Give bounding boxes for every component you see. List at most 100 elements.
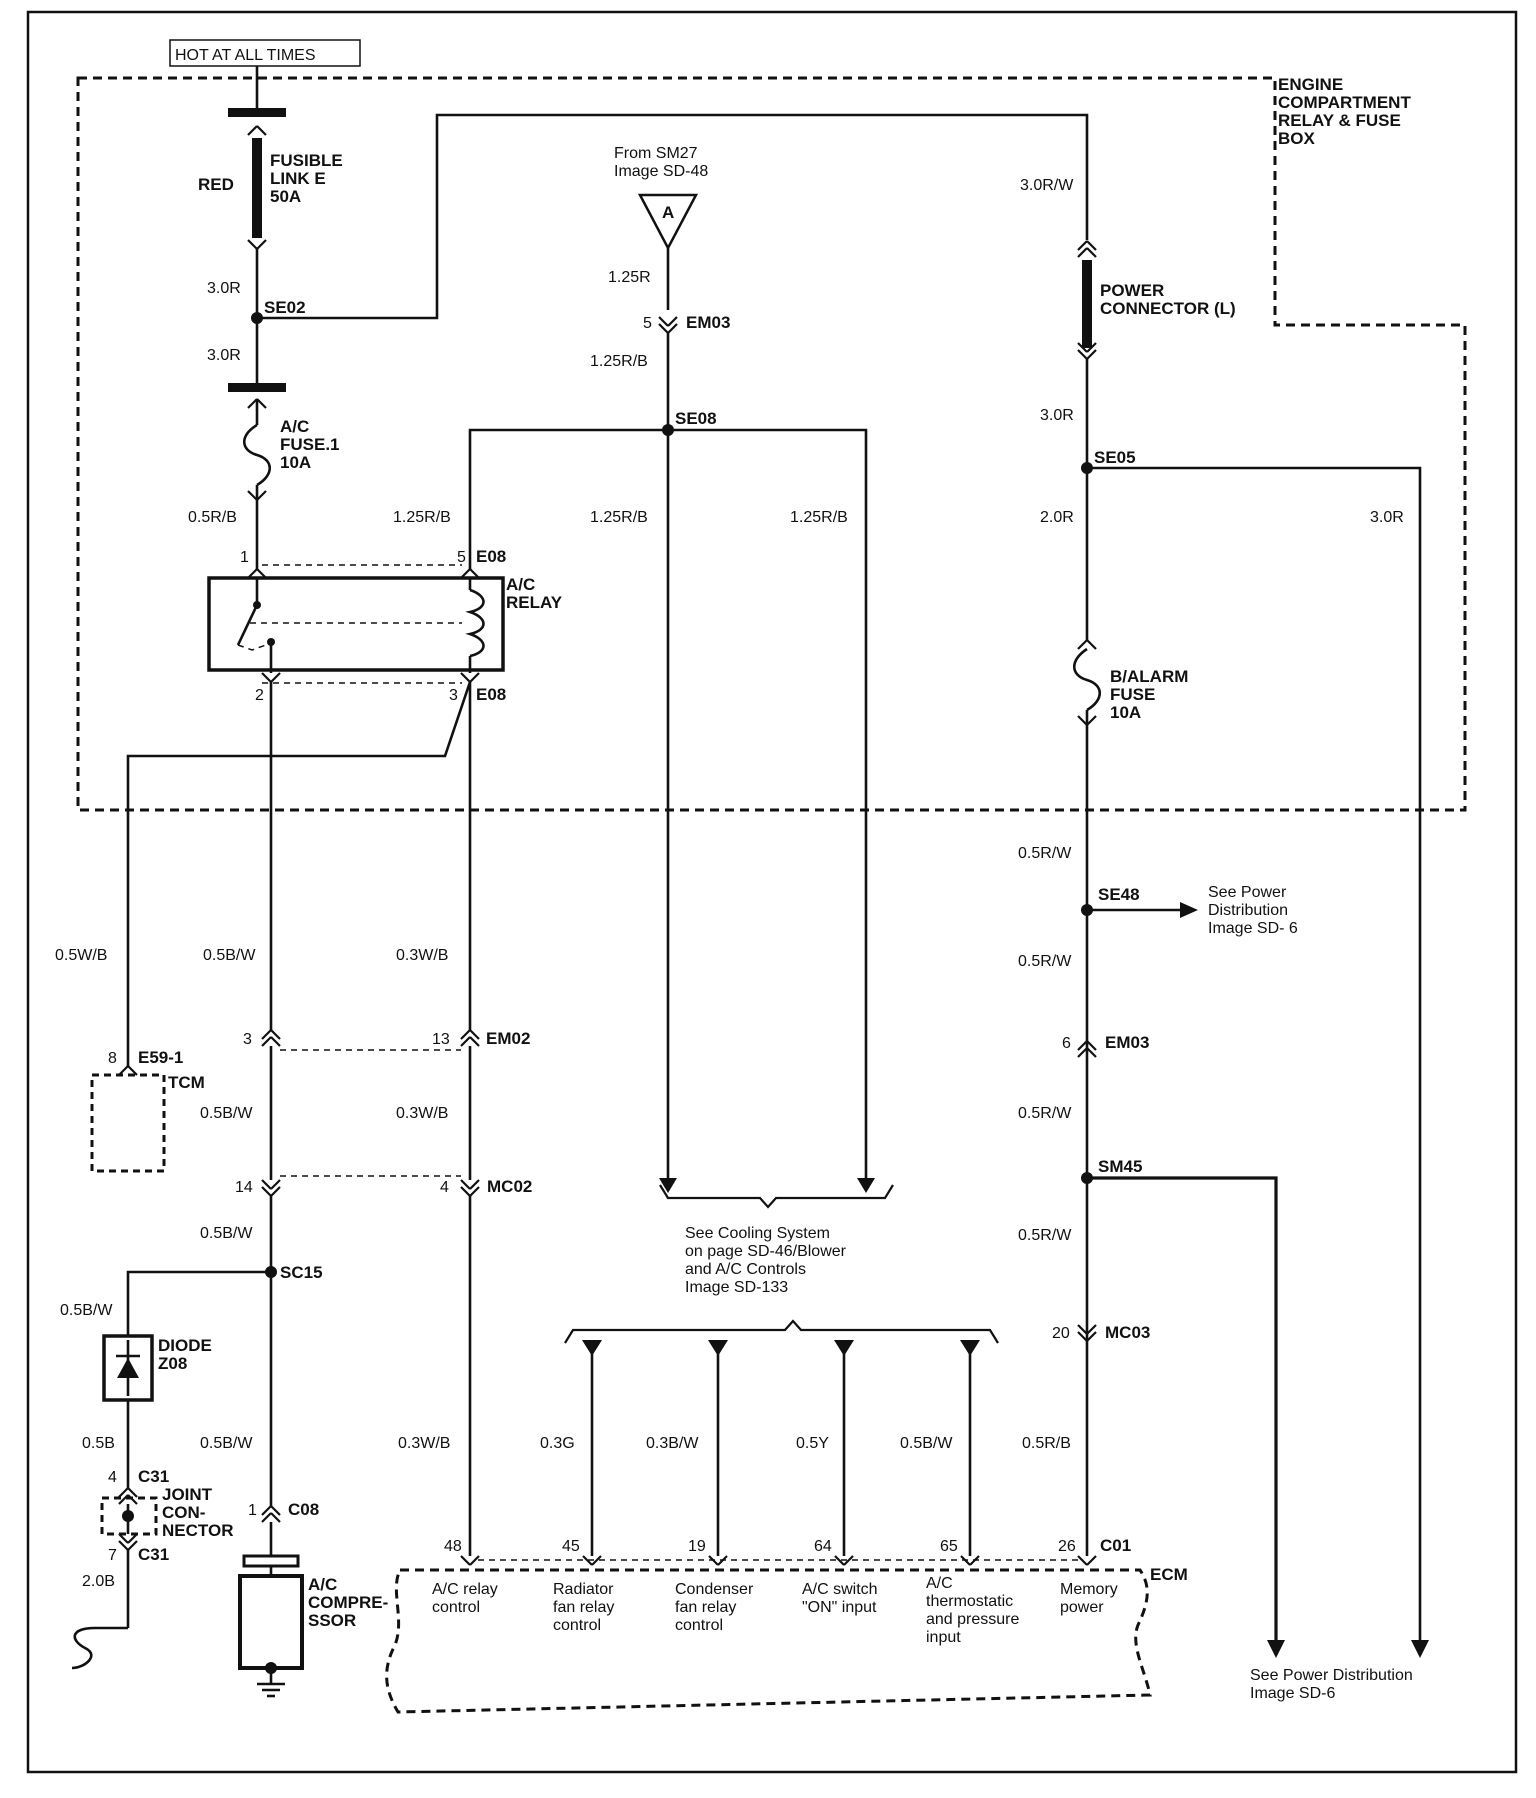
wire-1-25rb-left: 1.25R/B [393, 509, 451, 526]
wire-0-5y: 0.5Y [796, 1435, 829, 1452]
ecm-outline [385, 1568, 1152, 1714]
ecm-func-65-l4: input [926, 1629, 961, 1646]
c08-pin: 1 [248, 1502, 257, 1519]
wire-se08-to-relay [468, 428, 668, 569]
wire-1-25rb-mid: 1.25R/B [590, 509, 648, 526]
arrow-mid-a [659, 1178, 677, 1193]
ecm-func-65-l2: thermostatic [926, 1593, 1013, 1610]
busbar-fuse [228, 383, 286, 392]
mc02-pin-b: 4 [440, 1179, 449, 1196]
arrow-see-power-2 [1267, 1640, 1285, 1658]
engine-box-label-2: COMPARTMENT [1278, 93, 1411, 112]
mc03-pin: 20 [1052, 1325, 1070, 1342]
power-connector-label-2: CONNECTOR (L) [1100, 299, 1236, 318]
joint-label-1: JOINT [162, 1485, 213, 1504]
see-cooling-2: on page SD-46/Blower [685, 1243, 847, 1260]
wire-0-3g: 0.3G [540, 1435, 575, 1452]
wire-2-0b: 2.0B [82, 1573, 115, 1590]
relay-label-1: A/C [506, 575, 535, 594]
splice-sc15-label: SC15 [280, 1263, 323, 1282]
ecm-func-26-l2: power [1060, 1599, 1104, 1616]
see-power-1-line3: Image SD- 6 [1208, 920, 1298, 937]
ecm-func-48-l2: control [432, 1599, 480, 1616]
em03-top-label: EM03 [686, 313, 730, 332]
ecm-pin-64: 64 [814, 1538, 832, 1555]
from-marker-letter: A [662, 203, 674, 222]
compressor-clutch [242, 1554, 300, 1568]
see-power-2-line1: See Power Distribution [1250, 1667, 1413, 1684]
relay-conn-top: E08 [476, 547, 506, 566]
busbar-top [228, 108, 286, 117]
see-cooling-3: and A/C Controls [685, 1261, 806, 1278]
ecm-func-64-l1: A/C switch [802, 1581, 878, 1598]
ecm-func-26-l1: Memory [1060, 1581, 1118, 1598]
from-marker-triangle [637, 193, 699, 251]
wire-0-3wb-3: 0.3W/B [398, 1435, 450, 1452]
relay-label-2: RELAY [506, 593, 563, 612]
wire-3-0rw: 3.0R/W [1020, 177, 1074, 194]
relay-pin-3: 3 [449, 687, 458, 704]
mc02-pin-a: 14 [235, 1179, 253, 1196]
tcm-box [90, 1073, 166, 1173]
em03-top-pin: 5 [643, 315, 652, 332]
relay-pin-2: 2 [255, 687, 264, 704]
ac-fuse-label-2: FUSE.1 [280, 435, 340, 454]
wire-relay3-to-tcm [126, 681, 472, 1055]
em02-pin-a: 3 [243, 1031, 252, 1048]
wire-0-3wb-2: 0.3W/B [396, 1105, 448, 1122]
e59-label: E59-1 [138, 1048, 183, 1067]
fusible-link-e [252, 138, 262, 238]
ecm-func-19-l3: control [675, 1617, 723, 1634]
wire-0-5bw-6: 0.5B/W [900, 1435, 953, 1452]
brace-cooling [659, 1184, 894, 1209]
wire-0-5rw-3: 0.5R/W [1018, 1105, 1072, 1122]
ecm-func-48-l1: A/C relay [432, 1581, 498, 1598]
relay-pin-1: 1 [240, 549, 249, 566]
ac-fuse-symbol [242, 423, 272, 487]
arrow-see-power-1 [1180, 902, 1198, 918]
ecm-input-arrow-45 [582, 1340, 602, 1356]
power-connector-label-1: POWER [1100, 281, 1164, 300]
c31-bottom-label: C31 [138, 1545, 169, 1564]
outer-frame [26, 10, 1518, 1774]
c08-label: C08 [288, 1500, 319, 1519]
ecm-func-45-l2: fan relay [553, 1599, 614, 1616]
alarm-fuse-label-1: B/ALARM [1110, 667, 1188, 686]
fusible-label-1: FUSIBLE [270, 151, 343, 170]
wire-0-5bw-4: 0.5B/W [60, 1302, 113, 1319]
ecm-func-65-l1: A/C [926, 1575, 953, 1592]
diode-label-2: Z08 [158, 1354, 187, 1373]
joint-label-2: CON- [162, 1503, 205, 1522]
ac-relay [207, 576, 505, 672]
joint-connector [100, 1496, 158, 1536]
engine-box-label-1: ENGINE [1278, 75, 1343, 94]
ecm-func-19-l1: Condenser [675, 1581, 754, 1598]
wire-0-5rw-1: 0.5R/W [1018, 845, 1072, 862]
wire-0-5bw-2: 0.5B/W [200, 1105, 253, 1122]
compressor-label-2: COMPRE- [308, 1593, 388, 1612]
splice-se08-label: SE08 [675, 409, 717, 428]
splice-se48-label: SE48 [1098, 885, 1140, 904]
fusible-label-2: LINK E [270, 169, 326, 188]
see-power-1-line1: See Power [1208, 884, 1287, 901]
wire-1-25rb-top: 1.25R/B [590, 353, 648, 370]
engine-box-label-4: BOX [1278, 129, 1316, 148]
hot-box [169, 39, 361, 67]
mc02-label: MC02 [487, 1177, 532, 1196]
c31-bottom-pin: 7 [108, 1547, 117, 1564]
fusible-label-3: 50A [270, 187, 301, 206]
arrow-far-right [1411, 1640, 1429, 1658]
see-cooling-1: See Cooling System [685, 1225, 830, 1242]
splice-se05-label: SE05 [1094, 448, 1136, 467]
wire-0-3bw: 0.3B/W [646, 1435, 699, 1452]
from-ref-1: From SM27 [614, 145, 698, 162]
ecm-func-64-l2: "ON" input [802, 1599, 877, 1616]
ecm-connector-c01: C01 [1100, 1536, 1131, 1555]
alarm-fuse-symbol [1072, 647, 1102, 712]
power-connector [1082, 260, 1092, 348]
ac-fuse-label-3: 10A [280, 453, 311, 472]
em03-right-label: EM03 [1105, 1033, 1149, 1052]
wire-2-0r: 2.0R [1040, 509, 1074, 526]
c31-top-pin: 4 [108, 1469, 117, 1486]
